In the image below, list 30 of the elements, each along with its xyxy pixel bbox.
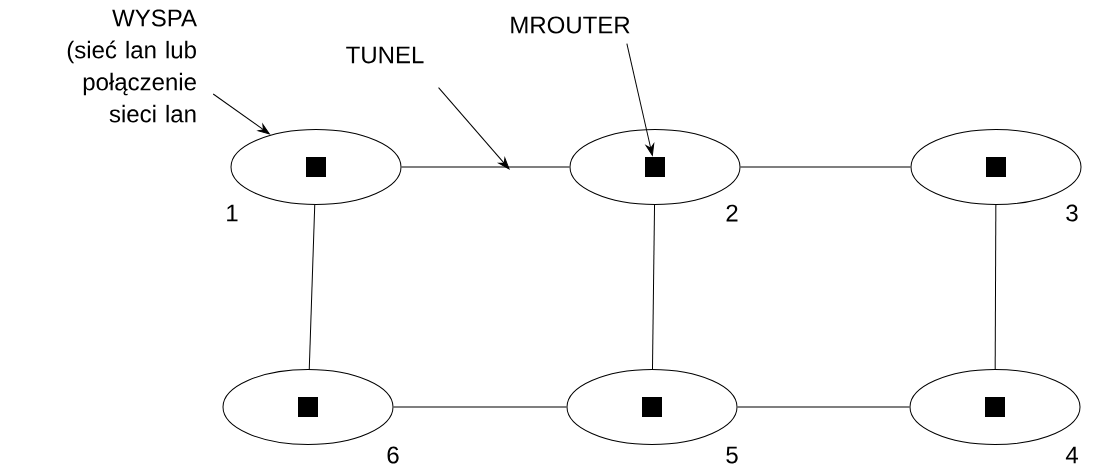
- router-square: [298, 397, 318, 417]
- tunnel-line: [393, 406, 567, 408]
- tunnel-line: [308, 204, 316, 370]
- tunnel-line: [737, 406, 910, 408]
- tunnel-line: [740, 166, 911, 168]
- leader-arrow: [438, 87, 510, 170]
- router-square: [985, 397, 1005, 417]
- tunnel-line: [652, 204, 656, 370]
- node-number: 5: [726, 446, 738, 464]
- network-ellipse: [566, 369, 738, 445]
- callout-text: WYSPA (sieć lan lub połączenie sieci lan: [67, 9, 197, 123]
- node-number: 4: [1065, 446, 1078, 464]
- network-ellipse: [230, 129, 402, 205]
- network-ellipse: [569, 129, 741, 205]
- router-square: [642, 397, 662, 417]
- node-number: 2: [726, 204, 738, 222]
- router-square: [986, 157, 1006, 177]
- network-ellipse: [909, 369, 1081, 445]
- router-square: [306, 157, 326, 177]
- node-number: 3: [1066, 204, 1078, 222]
- leader-arrow: [212, 93, 270, 135]
- network-ellipse: [910, 129, 1082, 205]
- network-ellipse: [222, 369, 394, 445]
- label-text: MROUTER: [511, 16, 630, 34]
- node-number: 1: [227, 204, 238, 222]
- node-number: 6: [387, 446, 399, 464]
- label-text: TUNEL: [346, 46, 424, 64]
- tunnel-line: [401, 166, 570, 168]
- leader-arrow: [626, 43, 655, 156]
- tunnel-line: [994, 204, 997, 370]
